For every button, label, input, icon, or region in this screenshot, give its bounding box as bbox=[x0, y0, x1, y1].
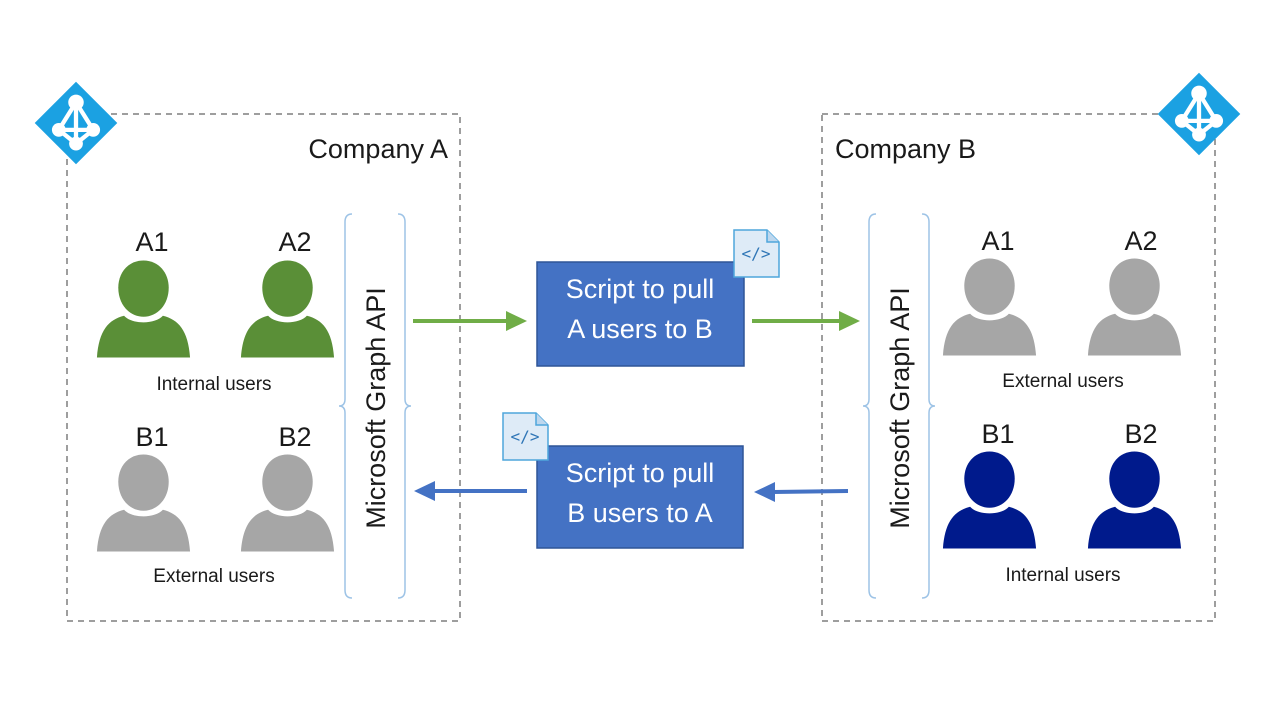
company-b-user-a1-icon bbox=[942, 258, 1037, 356]
company-a-user-a1-label: A1 bbox=[135, 227, 168, 257]
company-a-user-b2-label: B2 bbox=[278, 422, 311, 452]
company-b-external-group: A1 A2 External users bbox=[942, 226, 1182, 392]
company-a-internal-caption: Internal users bbox=[156, 374, 271, 395]
company-a-external-caption: External users bbox=[153, 566, 274, 587]
company-a-user-b2-icon bbox=[240, 454, 335, 552]
company-b-user-a2-label: A2 bbox=[1124, 226, 1157, 256]
arrow-script-to-b bbox=[752, 311, 860, 331]
arrow-b-to-script bbox=[754, 482, 849, 502]
company-a-azure-ad-icon bbox=[35, 82, 118, 165]
company-a-internal-group: A1 A2 Internal users bbox=[96, 227, 335, 395]
company-a-panel: Company A A1 A2 Internal users B1 B2 Ext… bbox=[35, 82, 461, 622]
company-a-user-b1-label: B1 bbox=[135, 422, 168, 452]
script-b-to-a-line1: Script to pull bbox=[566, 458, 715, 488]
company-b-graph-api: Microsoft Graph API bbox=[862, 213, 936, 599]
company-a-external-group: B1 B2 External users bbox=[96, 422, 335, 587]
company-a-api-label: Microsoft Graph API bbox=[361, 287, 391, 529]
company-a-name: Company A bbox=[308, 134, 448, 164]
company-b-external-caption: External users bbox=[1002, 371, 1123, 392]
arrow-script-to-a bbox=[414, 481, 527, 501]
code-file-icon: </> bbox=[502, 412, 549, 461]
script-box-b-to-a: Script to pull B users to A bbox=[536, 445, 744, 549]
script-a-to-b-rect bbox=[536, 261, 745, 367]
company-a-user-a2-label: A2 bbox=[278, 227, 311, 257]
company-b-azure-ad-icon bbox=[1158, 73, 1241, 156]
script-box-a-to-b: Script to pull A users to B bbox=[536, 261, 745, 367]
company-b-panel: Company B Microsoft Graph API A1 A2 Exte… bbox=[821, 73, 1241, 622]
company-b-user-b2-icon bbox=[1087, 451, 1182, 549]
company-b-user-b1-icon bbox=[942, 451, 1037, 549]
company-b-user-a1-label: A1 bbox=[981, 226, 1014, 256]
company-a-graph-api: Microsoft Graph API bbox=[338, 213, 412, 599]
arrow-a-to-script bbox=[413, 311, 527, 331]
company-a-user-b1-icon bbox=[96, 454, 191, 552]
script-b-to-a-rect bbox=[536, 445, 744, 549]
script-a-to-b-line2: A users to B bbox=[567, 314, 713, 344]
company-a-user-a1-icon bbox=[96, 260, 191, 358]
script-b-to-a-line2: B users to A bbox=[567, 498, 713, 528]
company-a-user-a2-icon bbox=[240, 260, 335, 358]
code-file-glyph: </> bbox=[742, 244, 771, 263]
company-a-brace-right bbox=[397, 213, 412, 599]
company-b-internal-caption: Internal users bbox=[1005, 565, 1120, 586]
code-file-icon: </> bbox=[733, 229, 780, 278]
code-file-glyph: </> bbox=[511, 427, 540, 446]
company-a-brace-left bbox=[338, 213, 353, 599]
company-b-brace-left bbox=[862, 213, 877, 599]
company-b-name: Company B bbox=[835, 134, 976, 164]
company-b-user-a2-icon bbox=[1087, 258, 1182, 356]
script-a-to-b-line1: Script to pull bbox=[566, 274, 715, 304]
company-b-internal-group: B1 B2 Internal users bbox=[942, 419, 1182, 586]
company-b-user-b2-label: B2 bbox=[1124, 419, 1157, 449]
company-b-user-b1-label: B1 bbox=[981, 419, 1014, 449]
company-b-brace-right bbox=[921, 213, 936, 599]
company-b-api-label: Microsoft Graph API bbox=[885, 287, 915, 529]
